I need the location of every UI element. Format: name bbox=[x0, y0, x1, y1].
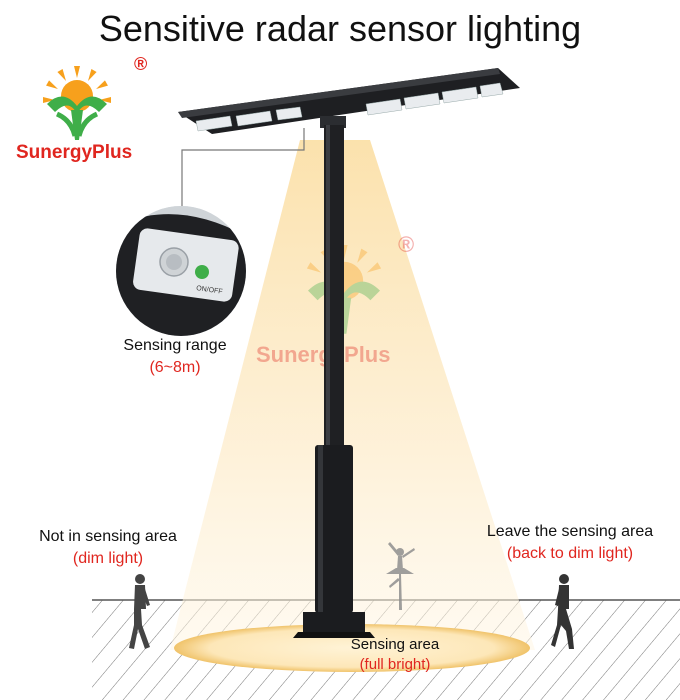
sensing-range-value: (6~8m) bbox=[149, 359, 201, 376]
brand-logo: ® SunergyPlus bbox=[14, 54, 164, 168]
pir-sensor-icon bbox=[159, 247, 189, 277]
center-state: (full bright) bbox=[359, 656, 431, 673]
sensor-inset: ON/OFF bbox=[116, 206, 246, 336]
right-figure-label: Leave the sensing area bbox=[486, 523, 654, 540]
right-figure-state: (back to dim light) bbox=[506, 545, 634, 562]
lamp-pole-base bbox=[315, 445, 353, 613]
left-figure-label: Not in sensing area bbox=[39, 528, 177, 545]
registered-mark: ® bbox=[134, 54, 148, 74]
page-title: Sensitive radar sensor lighting bbox=[98, 8, 582, 49]
switch-label: ON/OFF bbox=[196, 285, 223, 296]
dancer-icon bbox=[386, 542, 415, 610]
light-beam bbox=[170, 140, 535, 650]
walking-person-icon bbox=[551, 574, 574, 649]
brand-name: SunergyPlus bbox=[16, 142, 133, 163]
watermark-name: SunergyPlus bbox=[256, 342, 391, 367]
center-label: Sensing area bbox=[350, 636, 440, 653]
sun-logo-icon bbox=[43, 66, 111, 140]
watermark-registered: ® bbox=[398, 232, 415, 257]
light-pool bbox=[174, 624, 530, 672]
walking-person-icon bbox=[129, 574, 150, 649]
sensing-range-label: Sensing range bbox=[123, 337, 227, 354]
left-figure-state: (dim light) bbox=[72, 550, 144, 567]
